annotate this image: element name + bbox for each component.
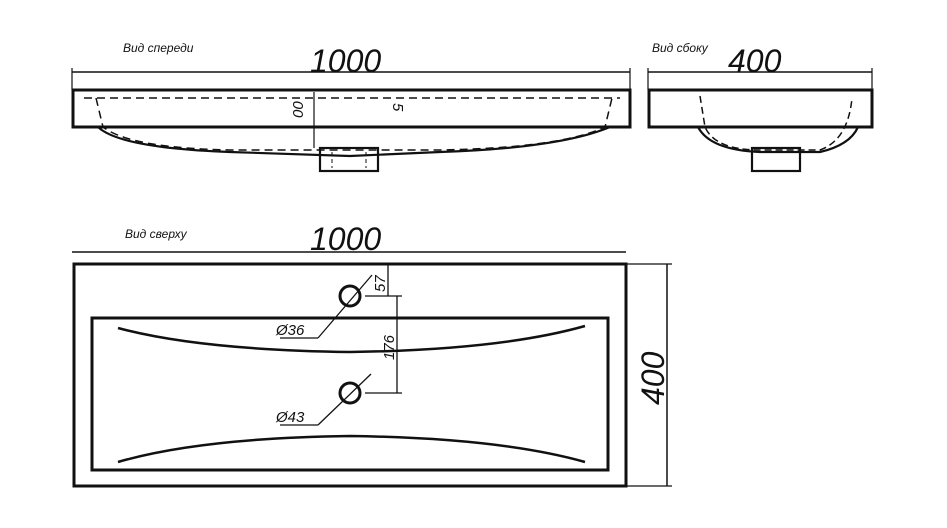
top-countertop bbox=[72, 262, 628, 488]
front-thickness-dimension: 5 bbox=[389, 103, 406, 112]
side-depth-dimension: 400 bbox=[728, 43, 782, 79]
hole-offset-dimension: 57 bbox=[372, 275, 389, 292]
top-view: Вид сверху 1000 400 Ø36 Ø43 57 176 bbox=[72, 221, 672, 488]
basin-contour-bottom bbox=[117, 434, 586, 464]
side-view: Вид сбоку 400 bbox=[647, 41, 874, 173]
faucet-hole bbox=[338, 284, 362, 308]
front-countertop bbox=[71, 88, 632, 129]
basin-contour-top bbox=[117, 324, 586, 354]
front-view-label: Вид спереди bbox=[123, 41, 194, 55]
drain-hole bbox=[338, 381, 362, 405]
hole-2-diameter: Ø43 bbox=[275, 409, 305, 426]
front-drain bbox=[318, 146, 380, 173]
hole-1-diameter: Ø36 bbox=[275, 322, 305, 339]
side-view-label: Вид сбоку bbox=[652, 41, 709, 55]
top-view-label: Вид сверху bbox=[125, 227, 188, 241]
top-depth-dimension: 400 bbox=[635, 351, 671, 405]
side-drain bbox=[750, 146, 802, 173]
front-width-dimension: 1000 bbox=[310, 43, 381, 79]
front-view: Вид спереди 1000 00 5 bbox=[71, 41, 632, 173]
side-countertop bbox=[647, 88, 874, 129]
top-width-dimension: 1000 bbox=[310, 221, 381, 257]
top-basin bbox=[90, 316, 610, 472]
hole-spacing-dimension: 176 bbox=[381, 334, 398, 360]
front-height-dimension: 00 bbox=[290, 101, 307, 118]
